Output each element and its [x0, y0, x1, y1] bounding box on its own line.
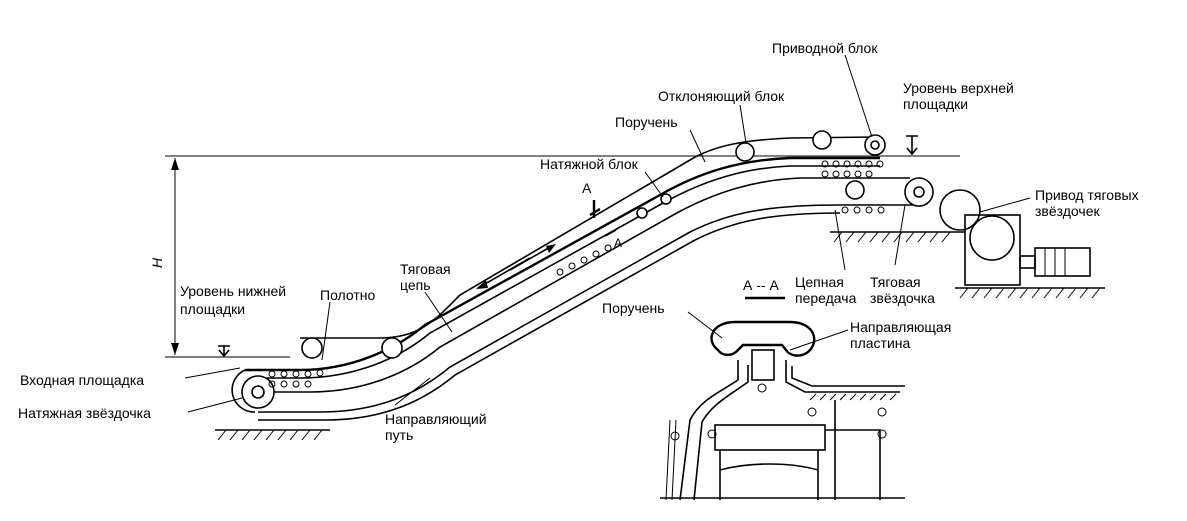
label-deflect-unit: Отклоняющий блок	[658, 88, 785, 104]
wheels	[241, 130, 981, 409]
label-handrail: Поручень	[615, 114, 678, 130]
label-section-a-small: А	[614, 236, 622, 250]
levels	[165, 135, 960, 358]
label-upper-level: Уровень верхней площадки	[903, 80, 1018, 112]
label-height: H	[149, 257, 165, 268]
label-drive-unit: Приводной блок	[772, 40, 878, 56]
label-upper-level-text: Уровень верхней	[903, 80, 1014, 96]
label-traction-sprocket-line1: Тяговая	[870, 274, 921, 290]
chain-links	[268, 160, 885, 388]
section-marker-a	[589, 200, 601, 218]
handrail-wheel-top	[812, 130, 832, 150]
section-detail	[660, 296, 905, 501]
label-traction-sprocket-line2: звёздочка	[870, 290, 935, 306]
motion-arrows	[476, 200, 617, 289]
belt-inner	[250, 165, 880, 379]
lower-level-marker	[218, 345, 230, 358]
label-belt: Полотно	[320, 287, 375, 303]
tension-unit-wheel	[660, 193, 672, 205]
lower-turn-curve	[231, 369, 256, 413]
label-lower-level-line2: площадки	[180, 301, 245, 317]
label-upper-level-text-line2: площадки	[903, 96, 968, 112]
label-guide-plate-line1: Направляющая	[850, 319, 951, 335]
leader-lines	[184, 54, 1031, 413]
label-traction-chain-line2: цепь	[400, 277, 431, 293]
label-tension-sprocket: Натяжная звёздочка	[18, 405, 151, 421]
label-section-title: А -- А	[743, 277, 779, 293]
label-handrail-section: Поручень	[602, 300, 665, 316]
label-drive-sprockets-line1: Привод тяговых	[1035, 187, 1139, 203]
label-guide-path-line1: Направляющий	[385, 411, 487, 427]
label-drive-sprockets-line2: звёздочек	[1035, 203, 1100, 219]
label-chain-transmission-line1: Цепная	[795, 274, 844, 290]
handrail-profile	[710, 320, 816, 357]
label-lower-level-line1: Уровень нижней	[180, 283, 286, 299]
guide-path-lower	[258, 204, 920, 413]
belt-top	[245, 156, 880, 372]
guide-plate-block	[751, 349, 775, 381]
label-section-a: А	[582, 180, 592, 196]
lower-handrail-wheel-2	[381, 337, 403, 359]
drive-motor-pulley	[939, 189, 981, 231]
deflect-wheel	[735, 142, 755, 162]
ground-hatching	[215, 231, 1105, 441]
label-guide-plate-line2: пластина	[850, 335, 911, 351]
height-arrow-bottom	[171, 343, 179, 355]
height-arrow-top	[171, 158, 179, 170]
label-entry-platform: Входная площадка	[20, 372, 144, 388]
truss	[231, 136, 932, 421]
label-lower-level: Уровень нижней площадки	[180, 283, 286, 317]
label-guide-path-line2: путь	[385, 427, 413, 443]
traction-chain-line	[255, 177, 910, 393]
upper-level-marker	[906, 135, 918, 156]
label-traction-chain-line1: Тяговая	[400, 261, 451, 277]
lower-handrail-wheel	[301, 337, 323, 359]
drive-motor	[964, 214, 1091, 286]
handrail-line	[300, 136, 876, 339]
labels: Приводной блок Отклоняющий блок Уровень …	[18, 40, 1139, 443]
label-tension-unit: Натяжной блок	[540, 156, 639, 172]
guide-path-bottom	[258, 212, 841, 421]
label-chain-transmission-line2: передача	[795, 290, 857, 306]
section-marker-a2	[604, 229, 617, 237]
